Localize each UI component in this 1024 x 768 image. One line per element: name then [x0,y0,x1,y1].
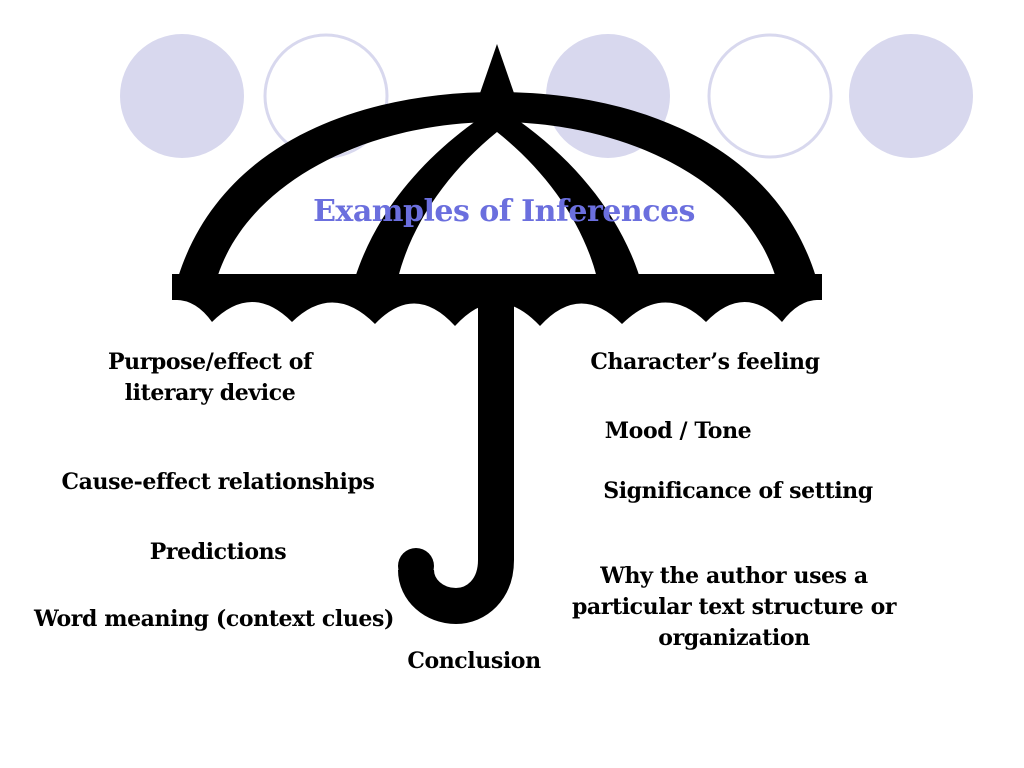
right-item-text-structure: Why the author uses a particular text st… [571,563,897,651]
umbrella-canopy [172,92,822,300]
umbrella-rib-right [497,118,640,278]
right-item-mood-tone: Mood / Tone [604,418,752,444]
slide-title: Examples of Inferences [313,194,695,229]
deco-circle-filled-3 [849,34,973,158]
bottom-item-conclusion: Conclusion [407,648,541,674]
left-item-purpose-effect: Purpose/effect of literary device [107,349,313,406]
left-item-predictions: Predictions [149,539,287,565]
umbrella-handle-end [398,548,434,584]
umbrella-tip [479,44,515,96]
deco-circle-outline-2 [707,33,833,159]
left-item-word-meaning: Word meaning (context clues) [33,606,395,632]
deco-circle-filled-1 [120,34,244,158]
umbrella-handle [398,300,514,625]
left-item-cause-effect: Cause-effect relationships [61,469,375,495]
right-item-setting: Significance of setting [603,478,873,504]
right-item-character-feeling: Character’s feeling [590,349,820,375]
umbrella-rib-left [355,118,497,278]
